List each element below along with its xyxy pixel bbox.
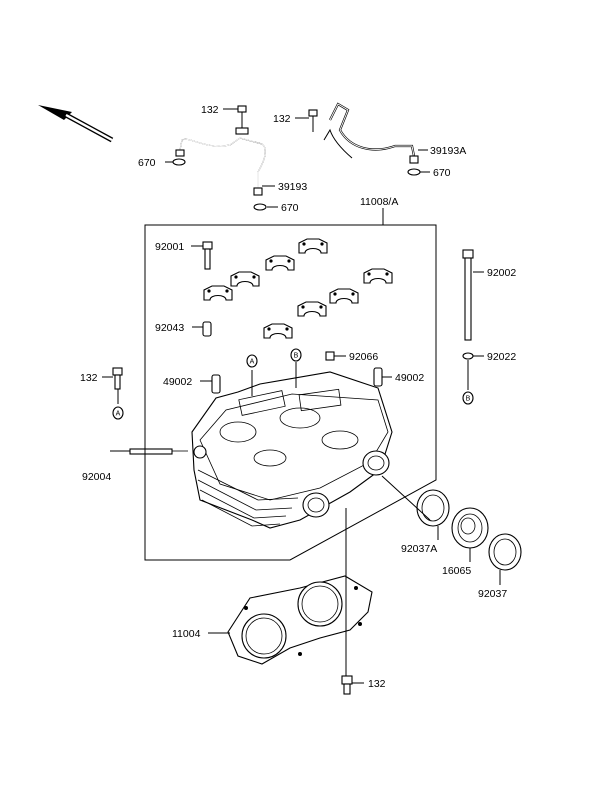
label-670-right: 670	[433, 167, 451, 179]
label-670-left: 670	[138, 157, 156, 169]
svg-text:A: A	[250, 359, 255, 366]
label-132-top-left: 132	[201, 104, 219, 116]
dowel-pin-92043	[202, 321, 212, 337]
assembly-outline	[144, 224, 437, 561]
head-gasket-11004	[227, 575, 373, 665]
fitting-49002-left	[211, 374, 221, 394]
ref-marker-a-left: A	[112, 406, 124, 420]
clamp-92037a	[416, 489, 450, 527]
label-132-left: 132	[80, 372, 98, 384]
camshaft-caps	[203, 238, 393, 339]
label-49002-right: 49002	[395, 372, 424, 384]
bolt-132-left	[112, 367, 123, 390]
svg-text:A: A	[116, 411, 121, 418]
plug-92066	[325, 351, 335, 361]
label-92022: 92022	[487, 351, 516, 363]
label-11008: 11008/A	[360, 196, 398, 208]
label-92037a: 92037A	[401, 543, 437, 555]
intake-holder-16065	[451, 507, 489, 549]
label-132-bottom: 132	[368, 678, 386, 690]
label-92002: 92002	[487, 267, 516, 279]
label-92004: 92004	[82, 471, 111, 483]
clamp-92037	[488, 533, 522, 571]
label-11004: 11004	[172, 628, 201, 640]
oil-pipe-39193	[172, 105, 267, 211]
oil-pipe-39193a	[308, 102, 421, 176]
ref-marker-a-head: A	[246, 354, 258, 368]
leader-lines	[102, 108, 501, 684]
label-670-mid: 670	[281, 202, 299, 214]
stud-92004	[129, 448, 188, 455]
label-49002-left: 49002	[163, 376, 192, 388]
fitting-49002-right	[373, 367, 383, 387]
label-39193a: 39193A	[430, 145, 466, 157]
ref-marker-b-right: B	[462, 391, 474, 405]
label-132-top-right: 132	[273, 113, 291, 125]
label-92001: 92001	[155, 241, 184, 253]
bolt-92001	[202, 241, 213, 270]
label-39193: 39193	[278, 181, 307, 193]
svg-text:B: B	[466, 396, 471, 403]
label-92037: 92037	[478, 588, 507, 600]
front-direction-arrow-icon	[38, 105, 114, 143]
ref-marker-b-head: B	[290, 348, 302, 362]
bolt-132-bottom	[341, 675, 353, 695]
label-92066: 92066	[349, 351, 378, 363]
cylinder-head-11008	[191, 371, 393, 529]
label-16065: 16065	[442, 565, 471, 577]
stud-bolt-92002	[462, 249, 474, 360]
label-92043: 92043	[155, 322, 184, 334]
svg-text:B: B	[294, 353, 299, 360]
